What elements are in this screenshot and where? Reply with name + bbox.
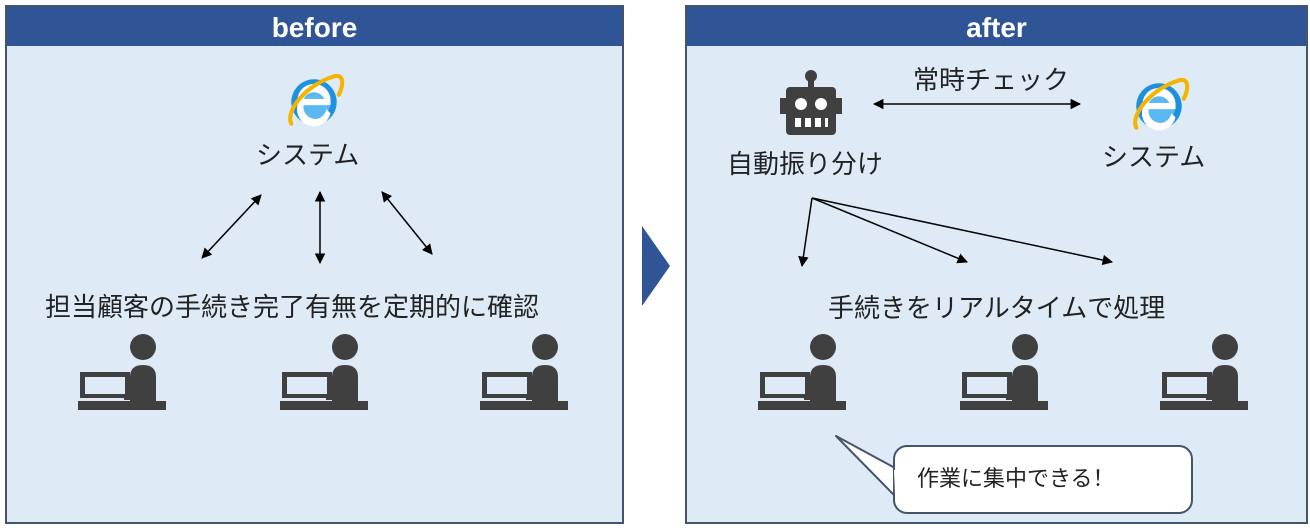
before-system-label: システム [256, 141, 360, 171]
after-header: after [687, 7, 1306, 46]
arrow-left [201, 194, 262, 259]
arrow-dispatch-3 [811, 197, 1114, 266]
before-task-label: 担当顧客の手続き完了有無を定期的に確認 [45, 293, 540, 323]
robot-icon [780, 70, 842, 135]
robot-label: 自動振り分け [727, 150, 884, 180]
arrow-dispatch-1 [798, 197, 813, 268]
arrow-dispatch-2 [811, 197, 968, 264]
speech-bubble: 作業に集中できる！ [893, 445, 1193, 514]
arrow-right [381, 191, 433, 255]
check-label: 常時チェック [913, 66, 1070, 96]
after-panel: after [685, 5, 1308, 524]
after-task-label: 手続きをリアルタイムで処理 [828, 294, 1166, 324]
before-header: before [7, 7, 622, 46]
chevron-right-icon [642, 226, 670, 306]
after-system-label: システム [1102, 143, 1206, 173]
